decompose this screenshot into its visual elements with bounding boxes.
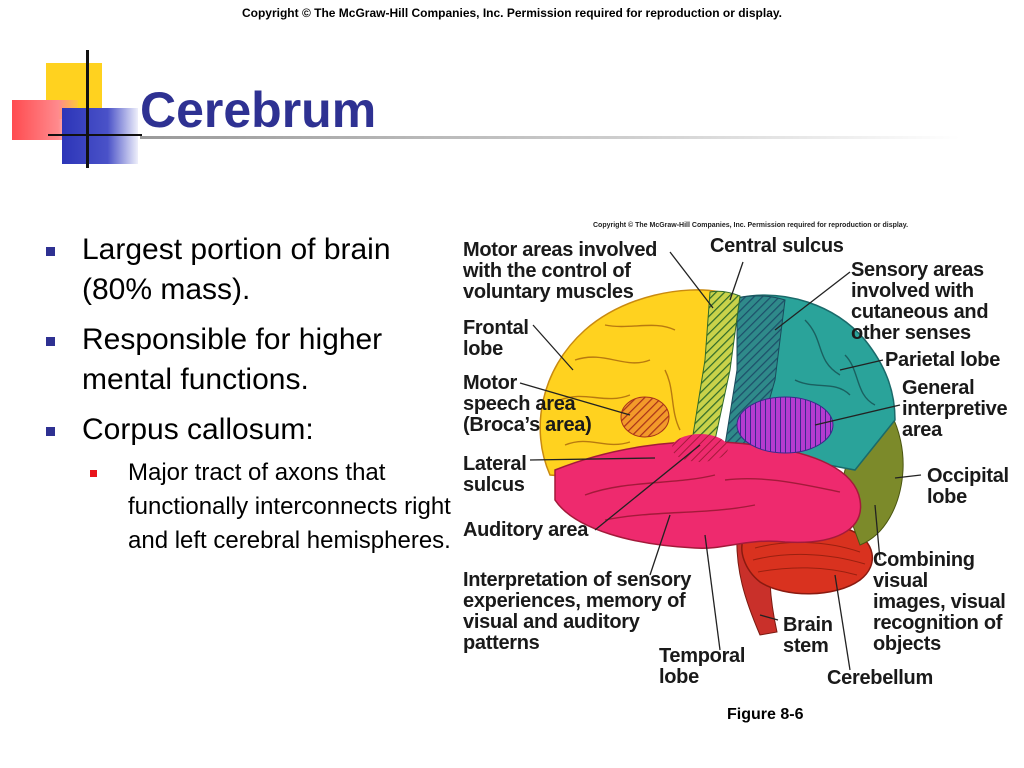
deco-vertical-line — [86, 50, 89, 168]
bullet-text: Corpus callosum: — [82, 413, 314, 446]
title-decoration — [12, 50, 142, 170]
label-central-sulcus: Central sulcus — [710, 235, 844, 257]
deco-blue-square — [62, 108, 138, 164]
label-combining-visual: Combining visual images, visual recognit… — [873, 549, 1006, 655]
temporal-gyri — [584, 474, 841, 521]
bullet-list: Largest portion of brain (80% mass). Res… — [44, 230, 454, 558]
label-auditory-area: Auditory area — [463, 519, 589, 541]
sub-bullet-item: Major tract of axons that functionally i… — [88, 456, 454, 558]
bullet-square-icon — [46, 247, 55, 256]
broca-area-shape — [620, 396, 670, 438]
label-motor-speech-area: Motor speech area (Broca’s area) — [463, 372, 592, 436]
bullet-text: Responsible for higher mental functions. — [82, 323, 383, 396]
deco-horizontal-line — [48, 134, 142, 136]
sub-bullet-text: Major tract of axons that functionally i… — [128, 459, 451, 554]
label-frontal-lobe: Frontal lobe — [463, 317, 529, 360]
brain-figure: Motor areas involved with the control of… — [455, 230, 1020, 700]
slide-title: Cerebrum — [140, 82, 377, 138]
bullet-item: Responsible for higher mental functions. — [44, 320, 454, 400]
bullet-item: Corpus callosum: — [44, 410, 454, 450]
bullet-square-icon — [46, 337, 55, 346]
label-occipital-lobe: Occipital lobe — [927, 465, 1009, 508]
sub-bullet-square-icon — [90, 470, 97, 477]
bullet-item: Largest portion of brain (80% mass). — [44, 230, 454, 310]
label-temporal-lobe: Temporal lobe — [659, 645, 746, 688]
frontal-gyri — [559, 324, 681, 446]
label-leader-lines — [519, 251, 922, 671]
label-motor-areas: Motor areas involved with the control of… — [463, 239, 658, 303]
bullet-text: Largest portion of brain (80% mass). — [82, 233, 391, 306]
label-brain-stem: Brain stem — [783, 614, 833, 657]
label-general-interpretive-area: General interpretive area — [902, 377, 1008, 441]
auditory-area-shape — [672, 434, 728, 462]
brain-illustration — [519, 251, 922, 671]
general-interpretive-area-shape — [736, 396, 834, 454]
label-lateral-sulcus: Lateral sulcus — [463, 453, 527, 496]
parietal-gyri — [794, 319, 876, 406]
figure-caption: Figure 8-6 — [727, 706, 804, 723]
slide-copyright: Copyright © The McGraw-Hill Companies, I… — [241, 6, 783, 20]
label-cerebellum: Cerebellum — [827, 667, 933, 689]
label-interpretation: Interpretation of sensory experiences, m… — [463, 569, 692, 654]
title-underline — [140, 136, 960, 139]
label-sensory-areas: Sensory areas involved with cutaneous an… — [851, 259, 989, 344]
bullet-square-icon — [46, 427, 55, 436]
label-parietal-lobe: Parietal lobe — [885, 349, 1001, 371]
figure-copyright: Copyright © The McGraw-Hill Companies, I… — [593, 222, 909, 229]
